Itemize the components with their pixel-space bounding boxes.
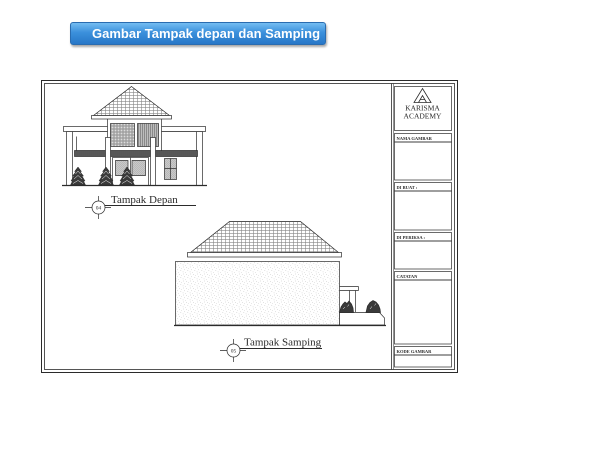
field-kode-gambar: KODE GAMBAR — [394, 346, 452, 368]
side-shrub-highlights — [342, 303, 377, 310]
front-view-title: Tampak Depan — [111, 194, 178, 206]
triangle-logo-icon — [413, 87, 432, 103]
title-block-logo-cell — [394, 86, 452, 131]
side-shrub-left — [339, 300, 354, 313]
sheet-frame — [41, 80, 458, 373]
logo-text-karisma: KARISMA — [405, 104, 440, 113]
side-view-title: Tampak Samping — [244, 337, 322, 349]
front-elevation-drawing — [62, 86, 207, 187]
front-view-label: 04 Tampak Depan — [85, 194, 196, 219]
front-roof-eave — [91, 115, 172, 120]
field-di-periksa: DI PERIKSA : — [394, 232, 452, 270]
front-hip-roof — [92, 86, 171, 116]
front-wall-pillar-lines — [72, 131, 197, 186]
field-label: KODE GAMBAR — [397, 349, 433, 354]
side-roof — [189, 221, 340, 253]
field-label: NAMA GAMBAR — [397, 136, 433, 141]
sheet-outer-border — [41, 80, 458, 373]
side-planter — [339, 312, 385, 326]
front-marker-circle — [91, 200, 106, 215]
side-elevation-drawing — [174, 221, 386, 327]
slide-title-banner: Gambar Tampak depan dan Samping — [70, 22, 326, 45]
title-block: KARISMA ACADEMY NAMA GAMBAR DI BUAT : DI… — [394, 86, 452, 368]
side-view-label: 05 Tampak Samping — [220, 337, 322, 362]
front-column-right — [150, 137, 156, 186]
side-roof-eave — [187, 252, 342, 258]
front-side-window-mullions — [164, 158, 177, 180]
field-nama-gambar: NAMA GAMBAR — [394, 133, 452, 181]
side-view-number: 05 — [231, 349, 237, 355]
slide-title: Gambar Tampak depan dan Samping — [92, 26, 321, 41]
field-value-box — [394, 240, 452, 270]
field-value-box — [394, 190, 452, 231]
sheet-inner-border — [44, 83, 455, 370]
front-view-number: 04 — [96, 206, 102, 212]
front-roster-band — [74, 150, 198, 157]
field-value-box — [394, 279, 452, 345]
side-shrub-right — [365, 300, 381, 313]
front-upper-roster-panel — [110, 123, 135, 147]
field-catatan: CATATAN — [394, 271, 452, 345]
side-marker-circle — [226, 343, 241, 358]
side-wall — [175, 261, 340, 326]
logo-text-academy: ACADEMY — [404, 112, 443, 121]
field-value-box — [394, 141, 452, 181]
field-label: CATATAN — [397, 274, 419, 279]
side-railing — [339, 286, 359, 312]
field-label: DI BUAT : — [397, 185, 418, 190]
field-value-box — [394, 354, 452, 368]
field-label: DI PERIKSA : — [397, 235, 426, 240]
field-di-buat: DI BUAT : — [394, 182, 452, 231]
